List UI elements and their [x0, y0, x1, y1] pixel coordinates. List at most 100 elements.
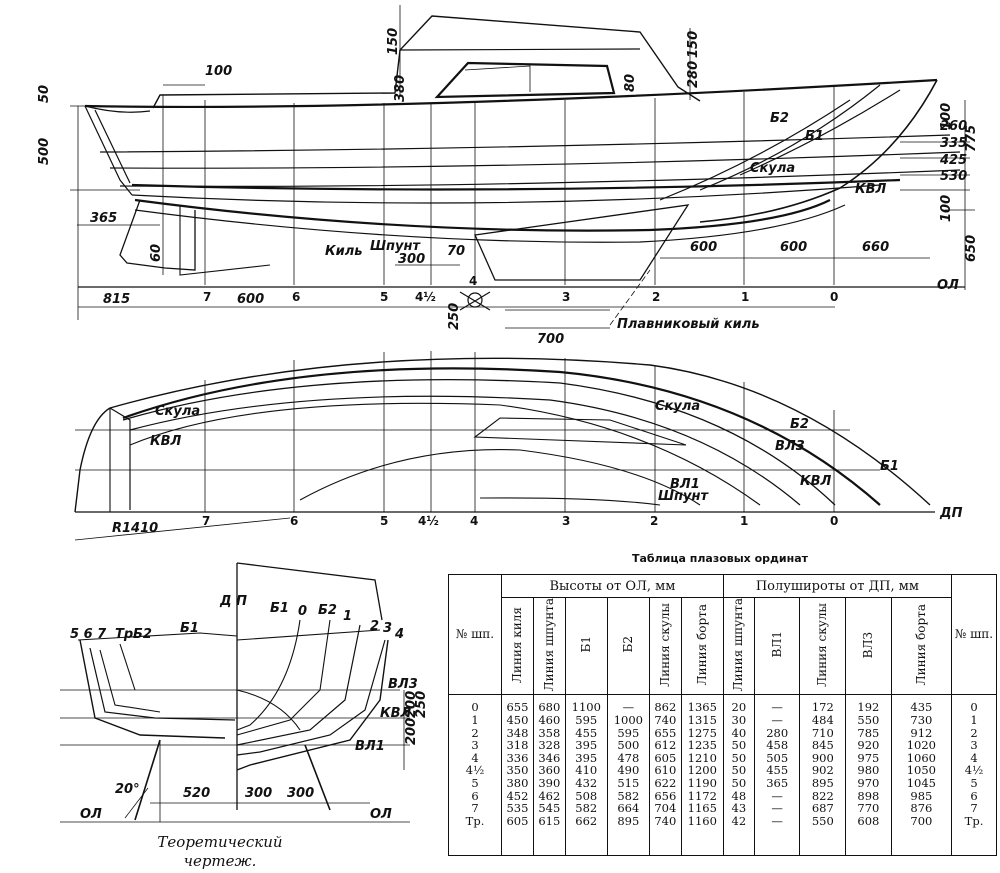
table-cell: 605 — [506, 813, 529, 828]
table-cell: 50 — [731, 750, 747, 765]
table-cell: 395 — [575, 750, 598, 765]
table-cell: 1315 — [687, 713, 717, 727]
table-cell: Тр. — [964, 813, 984, 828]
section-dim-angle: 20° — [115, 782, 140, 797]
table-cell: 622 — [654, 775, 677, 790]
table-cell: 785 — [857, 725, 880, 740]
table-cell: 336 — [506, 750, 529, 765]
table-cell: 912 — [910, 725, 933, 740]
header-vl3: ВЛЗ — [845, 596, 892, 696]
header-rabbet: Линия шпунта — [532, 596, 566, 696]
table-cell: 435 — [910, 700, 933, 715]
dim-80: 80 — [623, 74, 638, 92]
header-vl1: ВЛ1 — [753, 596, 801, 696]
table-cell: 462 — [538, 788, 561, 803]
header-station-left: № шп. — [448, 573, 502, 696]
table-cell: 1200 — [687, 763, 717, 778]
plan-station-4: 4 — [470, 514, 478, 528]
table-cell: 4 — [471, 750, 479, 765]
profile-station-4: 4 — [469, 274, 477, 288]
table-cell: 455 — [766, 763, 789, 778]
table-cell: 662 — [575, 813, 598, 828]
plan-station-0: 0 — [830, 514, 838, 528]
dim-100-r: 100 — [939, 103, 954, 130]
profile-station-5: 5 — [380, 290, 388, 304]
section-label-ol-right: ОЛ — [370, 807, 392, 822]
table-cell: 605 — [654, 750, 677, 765]
table-cell: 655 — [654, 725, 677, 740]
table-cell: 478 — [617, 750, 640, 765]
table-cell: 595 — [575, 713, 598, 727]
table-cell: 450 — [506, 713, 529, 727]
profile-station-4half: 4½ — [415, 290, 436, 304]
dim-700: 700 — [537, 332, 564, 347]
label-kil: Киль — [325, 244, 362, 259]
table-cell: 318 — [506, 738, 529, 753]
table-cell: 2 — [970, 725, 978, 740]
caption-line-2: чертеж. — [183, 852, 257, 870]
dim-250: 250 — [447, 303, 462, 330]
section-label-b2-right: Б2 — [318, 603, 337, 618]
section-label-dp: Д П — [219, 594, 247, 609]
dim-300: 300 — [398, 252, 425, 267]
table-cell: — — [771, 788, 783, 803]
section-label-4: 4 — [394, 627, 404, 642]
plan-label-vl3: ВЛ3 — [775, 439, 805, 454]
table-cell: 582 — [575, 801, 598, 816]
table-cell: 505 — [766, 750, 789, 765]
table-cell: 1165 — [687, 801, 717, 816]
table-cell: 410 — [575, 763, 598, 778]
header-hb-rabbet: Линия шпунта — [722, 596, 755, 696]
table-cell: 740 — [654, 813, 677, 828]
profile-view: 100 150 380 150 280 80 50 500 365 60 70 … — [37, 5, 979, 347]
dim-335: 335 — [940, 136, 967, 151]
table-cell: 845 — [811, 738, 834, 753]
plan-station-3: 3 — [562, 514, 570, 528]
table-cell: 1172 — [687, 788, 717, 803]
table-cell: 3 — [471, 738, 479, 753]
table-cell: 48 — [731, 788, 747, 803]
dim-365: 365 — [90, 211, 117, 226]
table-cell: 4½ — [465, 763, 485, 778]
table-cell: — — [622, 700, 635, 715]
table-cell: 6 — [970, 788, 978, 803]
table-cell: 1365 — [687, 700, 717, 715]
table-cell: 1050 — [906, 763, 936, 778]
label-ol: ОЛ — [937, 278, 959, 293]
dim-425: 425 — [939, 153, 967, 168]
section-label-1: 1 — [343, 609, 352, 624]
table-cell: 452 — [506, 788, 529, 803]
table-cell: 3 — [970, 738, 978, 753]
table-cell: 656 — [654, 788, 677, 803]
plan-station-6: 6 — [290, 514, 298, 528]
table-cell: 704 — [654, 801, 677, 816]
section-label-b1-right: Б1 — [270, 601, 289, 616]
section-dim-200-a: 200 — [404, 691, 419, 718]
profile-station-1: 1 — [741, 290, 749, 304]
dim-600-a: 600 — [690, 240, 717, 255]
table-cell: 1190 — [687, 775, 717, 790]
table-cell: 980 — [857, 763, 880, 778]
table-cell: 1045 — [906, 775, 936, 790]
table-cell: 346 — [538, 750, 561, 765]
table-cell: 687 — [811, 801, 834, 816]
table-cell: 50 — [731, 738, 747, 753]
header-b2: Б2 — [606, 596, 650, 696]
table-cell: 1235 — [687, 738, 717, 753]
table-cell: 902 — [811, 763, 834, 778]
header-b1: Б1 — [564, 596, 608, 696]
dim-100-top: 100 — [205, 64, 232, 79]
header-keel: Линия киля — [501, 596, 534, 696]
table-cell: 0 — [970, 700, 978, 715]
table-cell: 460 — [538, 713, 561, 727]
label-shpunt: Шпунт — [370, 239, 421, 254]
dim-530: 530 — [940, 169, 967, 184]
table-cell: 4½ — [964, 763, 984, 778]
table-cell: 5 — [471, 775, 479, 790]
